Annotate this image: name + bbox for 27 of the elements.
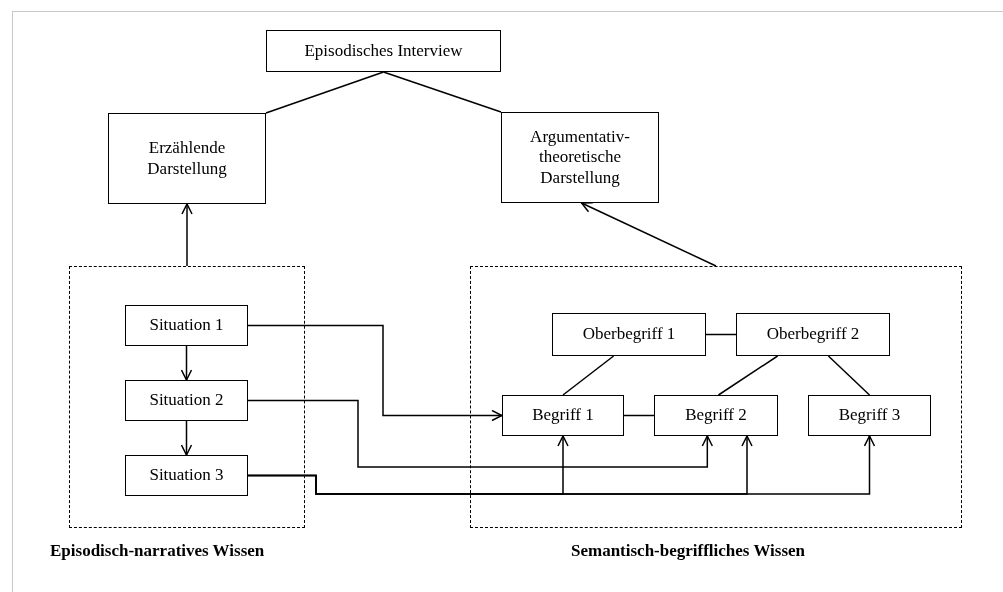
arrow [580, 201, 717, 267]
arrow [181, 203, 193, 267]
connector-line [705, 333, 737, 336]
process-box: Erzählende Darstellung [108, 113, 266, 204]
group-heading: Episodisch-narratives Wissen [50, 541, 265, 561]
connector-line [717, 355, 779, 396]
process-box: Situation 2 [125, 380, 248, 421]
process-box: Begriff 2 [654, 395, 778, 436]
process-box: Episodisches Interview [266, 30, 501, 72]
process-box: Argumentativ- theoretische Darstellung [501, 112, 659, 203]
connector-line [265, 71, 385, 114]
group-heading: Semantisch-begriffliches Wissen [571, 541, 806, 561]
connector-line [623, 414, 655, 417]
connector-line [382, 71, 502, 113]
process-box: Begriff 1 [502, 395, 624, 436]
arrow [247, 399, 714, 468]
arrow [180, 420, 193, 456]
process-box: Situation 3 [125, 455, 248, 496]
arrow [247, 324, 503, 422]
arrow [180, 345, 193, 381]
connector-line [562, 355, 615, 396]
process-box: Oberbegriff 1 [552, 313, 706, 356]
connector-line [827, 355, 871, 396]
process-box: Oberbegriff 2 [736, 313, 890, 356]
arrow [247, 435, 876, 495]
process-box: Situation 1 [125, 305, 248, 346]
process-box: Begriff 3 [808, 395, 931, 436]
